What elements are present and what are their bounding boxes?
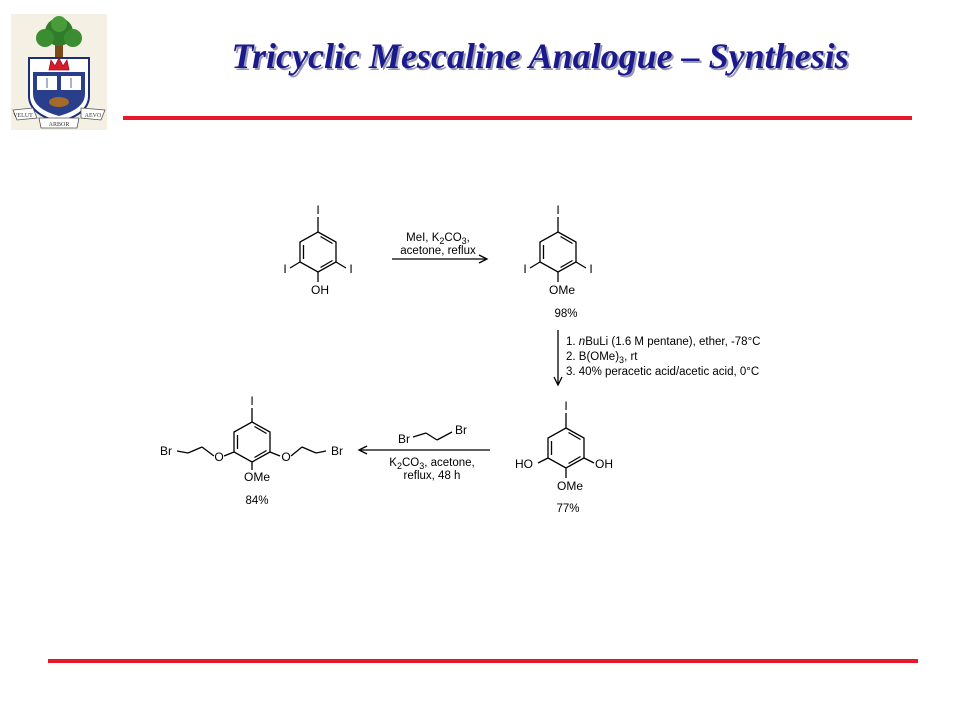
slide-title: Tricyclic Mescaline Analogue – Synthesis <box>231 36 849 76</box>
step1-condition-line2: acetone, reflux <box>400 245 476 257</box>
step2-condition-line3: 3. 40% peracetic acid/acetic acid, 0°C <box>566 366 759 378</box>
c4-iodo-top: I <box>250 394 253 408</box>
university-crest-logo: VELUT ARBOR AEVO <box>11 14 107 130</box>
c4-ether-oxygen-left: O <box>214 450 223 464</box>
c4-bromo-right: Br <box>331 444 343 458</box>
step1-condition-line1: MeI, K2CO3, <box>406 232 470 246</box>
c4-ether-oxygen-right: O <box>281 450 290 464</box>
arrow-step-3 <box>357 445 490 455</box>
c2-iodo-right: I <box>589 262 592 276</box>
motto-right: AEVO <box>85 113 102 119</box>
c1-iodo-top: I <box>316 203 319 217</box>
c4-methoxy: OMe <box>244 470 270 484</box>
c2-iodo-left: I <box>523 262 526 276</box>
reagent-bromo-left: Br <box>398 432 410 446</box>
motto-ribbon: VELUT ARBOR AEVO <box>12 107 106 129</box>
c3-hydroxyl-right: OH <box>595 457 613 471</box>
motto-center: ARBOR <box>49 122 70 128</box>
arrow-step-1 <box>392 254 489 264</box>
compound-2-structure <box>529 217 587 282</box>
c4-bromo-left: Br <box>160 444 172 458</box>
reagent-bromo-right: Br <box>455 423 467 437</box>
beaver-icon <box>49 97 69 107</box>
c1-iodo-right: I <box>349 262 352 276</box>
c3-methoxy: OMe <box>557 479 583 493</box>
compound-1-structure <box>289 217 347 282</box>
motto-left: VELUT <box>13 113 33 119</box>
step3-condition-line1: K2CO3, acetone, <box>389 457 474 471</box>
c2-yield: 98% <box>554 308 577 320</box>
compound-4-structure <box>176 408 327 470</box>
dibromoethane-reagent-structure <box>412 431 453 441</box>
arrow-step-2 <box>553 330 563 387</box>
step3-condition-line2: reflux, 48 h <box>404 470 461 482</box>
c2-methoxy: OMe <box>549 283 575 297</box>
book-icon <box>37 76 81 90</box>
top-divider <box>123 116 912 120</box>
c1-hydroxyl: OH <box>311 283 329 297</box>
c2-iodo-top: I <box>556 203 559 217</box>
step2-condition-line2: 2. B(OMe)3, rt <box>566 351 638 365</box>
c3-iodo-top: I <box>564 399 567 413</box>
tree-icon <box>36 16 82 60</box>
step2-condition-line1: 1. nBuLi (1.6 M pentane), ether, -78°C <box>566 336 760 348</box>
c3-hydroxyl-left: HO <box>515 457 533 471</box>
c1-iodo-left: I <box>283 262 286 276</box>
bottom-divider <box>48 659 918 663</box>
c3-yield: 77% <box>556 503 579 515</box>
crown-icon <box>48 57 70 71</box>
c4-yield: 84% <box>245 495 268 507</box>
compound-3-structure <box>537 413 595 478</box>
